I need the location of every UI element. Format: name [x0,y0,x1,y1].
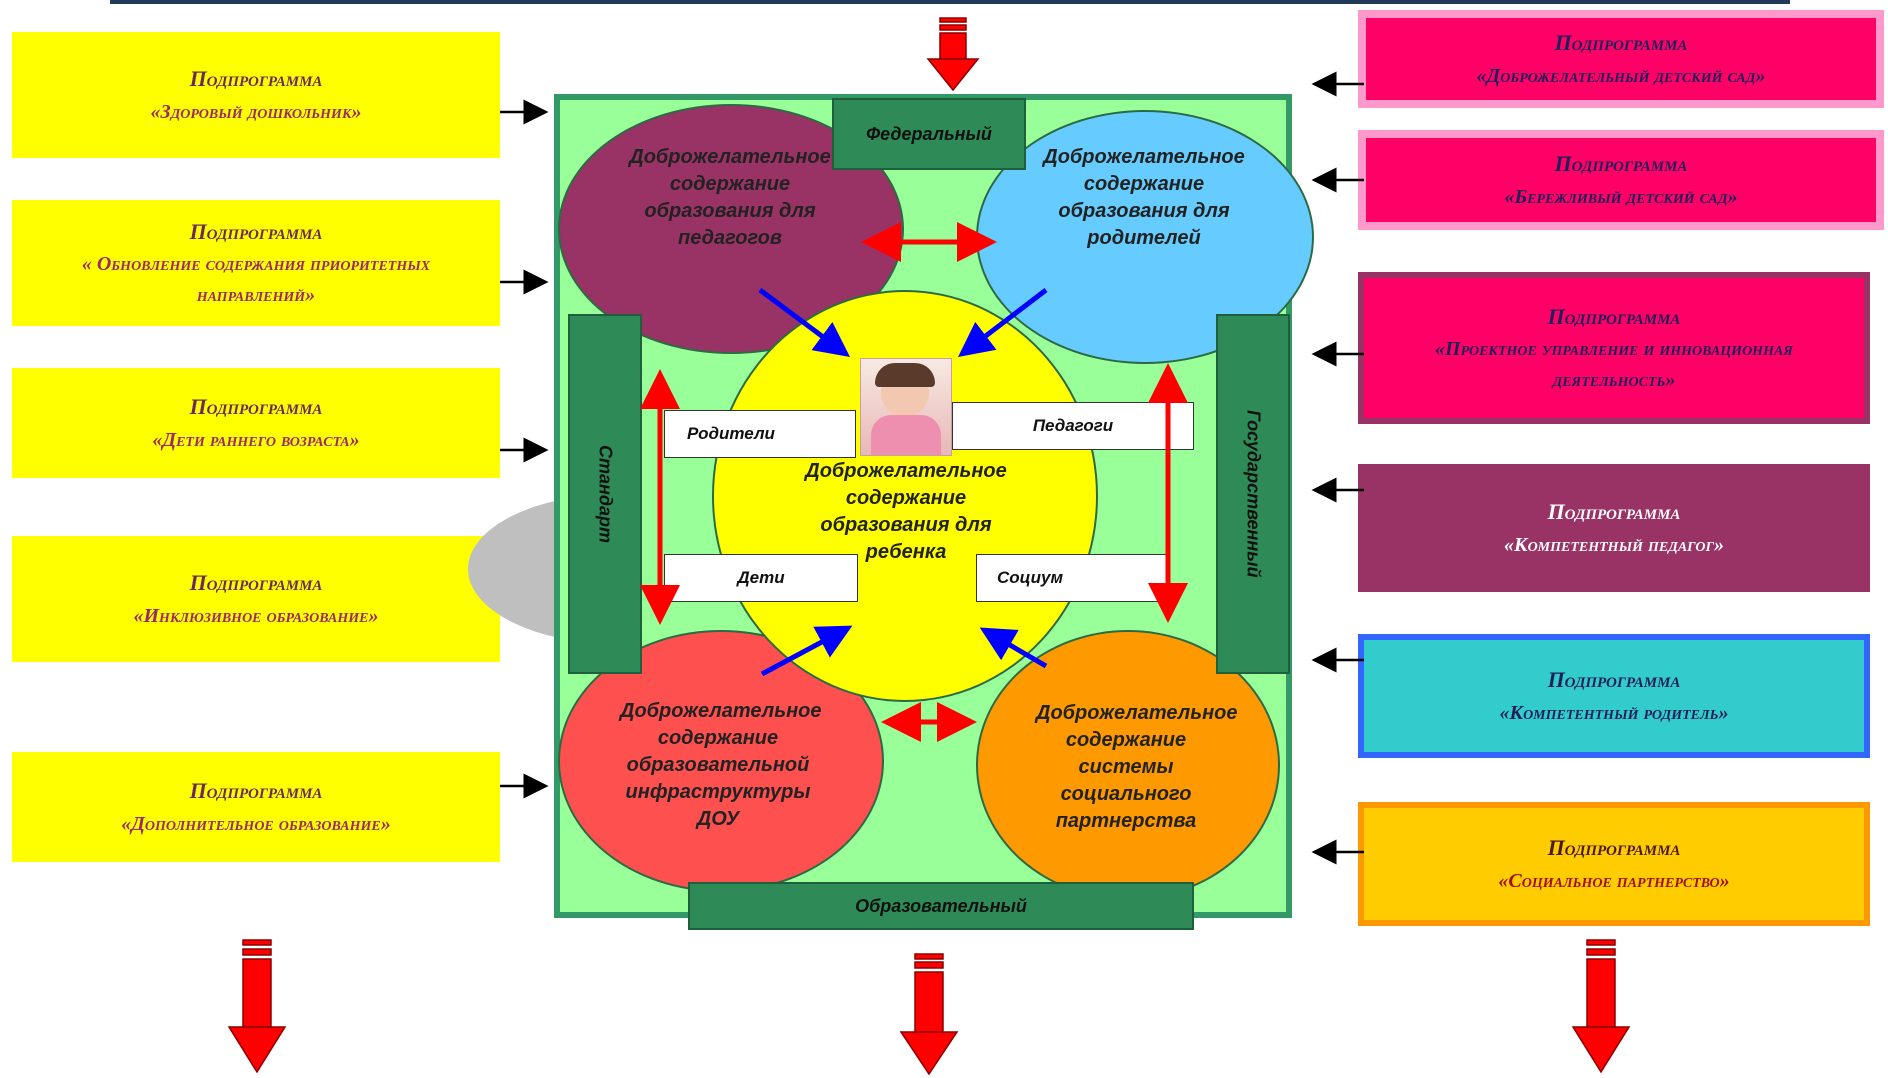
program-title: Подпрограмма [189,570,323,596]
participant-children-label: Дети [737,568,785,587]
participant-children: Дети [664,554,858,602]
program-additional-education: Подпрограмма «Дополнительное образование… [12,752,500,862]
program-competent-teacher: Подпрограмма «Компетентный педагог» [1358,464,1870,592]
level-state-label: Государственный [1243,410,1264,578]
circle-teachers-text: Доброжелательное содержание образования … [629,146,831,249]
arrow-parents-to-child [958,288,1048,358]
program-name: «Дополнительное образование» [121,812,391,835]
program-title: Подпрограмма [1547,499,1681,525]
program-friendly-kindergarten: Подпрограмма «Доброжелательный детский с… [1358,10,1884,108]
program-title: Подпрограмма [1547,835,1681,861]
level-federal-label: Федеральный [866,123,992,144]
program-name: «Бережливый детский сад» [1504,185,1738,208]
program-competent-parent: Подпрограмма «Компетентный родитель» [1358,634,1870,758]
program-name: «Компетентный родитель» [1499,701,1729,724]
program-healthy-preschooler: Подпрограмма «Здоровый дошкольник» [12,32,500,158]
arrow-partnership-to-child [979,627,1048,669]
program-title: Подпрограмма [1547,303,1681,329]
level-standard-label: Стандарт [595,444,616,544]
circle-child-text: Доброжелательное содержание образования … [805,460,1007,563]
program-title: Подпрограмма [189,218,323,244]
program-early-age: Подпрограмма «Дети раннего возраста» [12,368,500,478]
program-name: «Здоровый дошкольник» [150,100,362,123]
top-divider [110,0,1790,4]
program-name: «Социальное партнерство» [1498,869,1730,892]
child-photo [860,358,952,456]
program-name: «Проектное управление и инновационная де… [1435,338,1793,392]
circle-parents-text: Доброжелательное содержание образования … [1043,146,1245,249]
arrow-teachers-to-child [758,287,851,357]
program-name: « Обновление содержания приоритетных нап… [81,253,431,307]
program-title: Подпрограмма [189,66,323,92]
circle-partnership-text: Доброжелательное содержание системы соци… [1036,702,1238,832]
program-title: Подпрограмма [1554,30,1688,56]
down-arrow-left [227,939,287,1074]
program-social-partnership: Подпрограмма «Социальное партнерство» [1358,802,1870,926]
participant-teachers-label: Педагоги [1032,416,1114,435]
down-arrow-center [899,953,959,1076]
participant-parents: Родители [664,410,856,458]
program-title: Подпрограмма [189,778,323,804]
participant-society: Социум [976,554,1168,602]
program-name: «Инклюзивное образование» [133,604,379,627]
circle-partnership [976,630,1280,900]
program-name: «Дети раннего возраста» [152,428,360,451]
down-arrow-right [1571,939,1631,1074]
program-title: Подпрограмма [1547,667,1681,693]
level-educational: Образовательный [688,882,1194,930]
program-project-management: Подпрограмма «Проектное управление и инн… [1358,272,1870,424]
program-lean-kindergarten: Подпрограмма «Бережливый детский сад» [1358,130,1884,230]
program-priority-content: Подпрограмма « Обновление содержания при… [12,200,500,326]
level-state: Государственный [1216,314,1290,674]
down-arrow-top [926,17,980,92]
arrow-infrastructure-to-child [760,625,853,677]
level-federal: Федеральный [832,98,1026,170]
participant-society-label: Социум [997,568,1064,587]
program-title: Подпрограмма [1554,151,1688,177]
program-inclusive: Подпрограмма «Инклюзивное образование» [12,536,500,662]
program-name: «Доброжелательный детский сад» [1476,64,1766,87]
level-educational-label: Образовательный [855,895,1027,916]
program-title: Подпрограмма [189,394,323,420]
participant-parents-label: Родители [687,424,775,443]
circle-infrastructure-text: Доброжелательное содержание образователь… [620,700,822,830]
program-name: «Компетентный педагог» [1504,533,1724,556]
level-standard: Стандарт [568,314,642,674]
